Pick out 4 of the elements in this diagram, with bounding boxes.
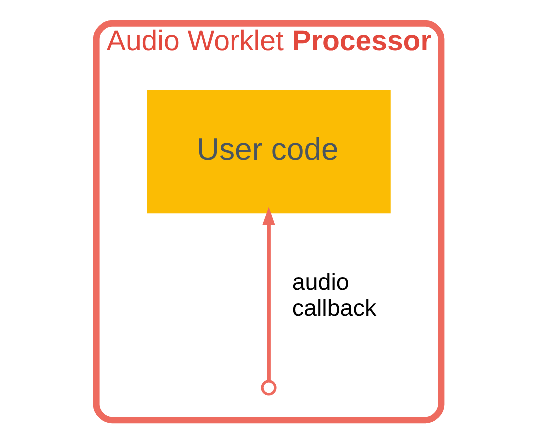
arrow: [262, 207, 276, 382]
edge-label: audio callback: [292, 268, 377, 321]
node-box: User code: [147, 90, 391, 214]
node-circle: [261, 380, 277, 396]
